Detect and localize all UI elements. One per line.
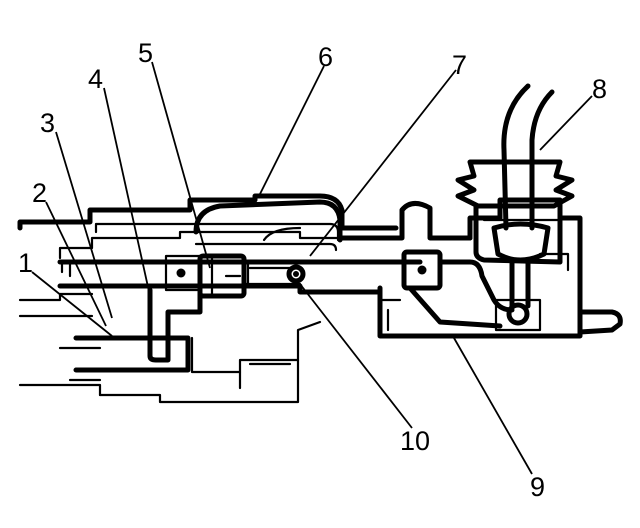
leader-9 bbox=[453, 337, 533, 475]
shift-lever bbox=[73, 287, 203, 373]
leader-7 bbox=[309, 69, 457, 257]
callout-6: 6 bbox=[318, 42, 333, 72]
callout-3: 3 bbox=[40, 108, 55, 138]
leader-lines bbox=[31, 61, 593, 475]
shift-cable bbox=[501, 83, 555, 231]
leader-2 bbox=[45, 201, 107, 327]
callout-1: 1 bbox=[18, 248, 33, 278]
callout-8: 8 bbox=[592, 74, 607, 104]
shift-cover bbox=[193, 199, 343, 252]
housing-outline bbox=[17, 193, 399, 404]
callout-7: 7 bbox=[452, 50, 467, 80]
leader-3 bbox=[55, 131, 113, 319]
cable-boot bbox=[455, 159, 575, 332]
shaft-pin bbox=[286, 264, 306, 284]
callout-5: 5 bbox=[138, 38, 153, 68]
callout-10: 10 bbox=[400, 426, 430, 456]
shift-bracket bbox=[164, 253, 247, 299]
leader-5 bbox=[151, 61, 211, 269]
callout-4: 4 bbox=[88, 64, 103, 94]
callout-9: 9 bbox=[530, 472, 545, 502]
callout-labels: 1 2 3 4 5 6 7 8 9 10 bbox=[18, 38, 607, 502]
leader-4 bbox=[103, 87, 151, 297]
leader-1 bbox=[31, 271, 113, 337]
callout-2: 2 bbox=[32, 178, 47, 208]
leader-10 bbox=[299, 283, 413, 429]
leader-6 bbox=[257, 65, 325, 199]
leader-8 bbox=[539, 95, 593, 151]
linkage-bracket bbox=[401, 249, 515, 329]
